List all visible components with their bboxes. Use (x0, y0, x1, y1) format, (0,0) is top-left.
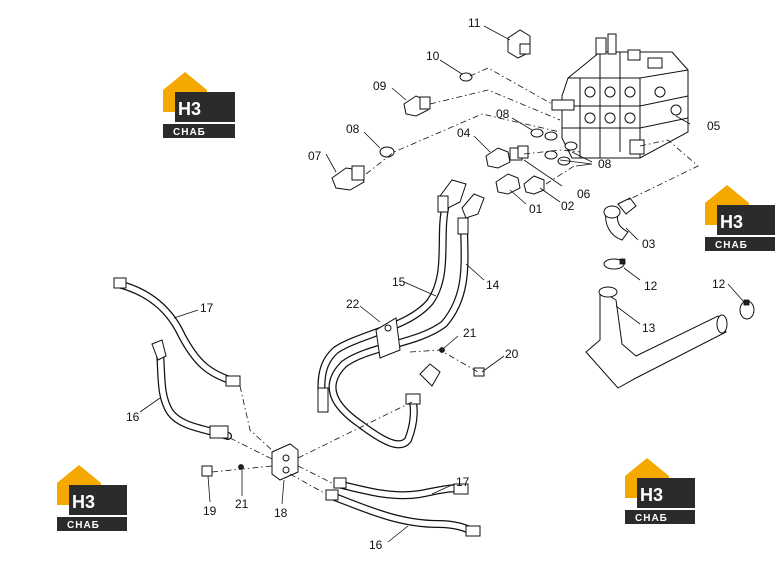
logo-bottom-right: H3 СНАБ (625, 458, 695, 524)
part-label-16-lower: 16 (369, 538, 383, 552)
hose-16-lower (325, 489, 481, 537)
logo-name-text: СНАБ (173, 127, 206, 138)
logo-mark-text: H3 (178, 99, 201, 119)
o-ring-08-mid (530, 128, 558, 141)
part-label-06: 06 (577, 187, 591, 201)
adapter-02 (523, 175, 545, 195)
part-label-05: 05 (707, 119, 721, 133)
adapter-07 (331, 165, 365, 191)
hose-16-upper (151, 339, 232, 440)
logo-mark-text: H3 (640, 485, 663, 505)
part-label-11: 11 (468, 16, 481, 30)
part-label-14: 14 (486, 278, 500, 292)
part-label-08-mid: 08 (496, 107, 510, 121)
part-label-01: 01 (529, 202, 543, 216)
hose-14 (328, 218, 469, 449)
part-label-17-upper: 17 (200, 301, 214, 315)
part-label-19: 19 (203, 504, 217, 518)
part-label-03: 03 (642, 237, 656, 251)
part-label-12-left: 12 (644, 279, 658, 293)
hose-clip-22 (375, 317, 401, 359)
logo-mark-text: H3 (720, 212, 743, 232)
hose-clamp-12-left (603, 258, 626, 270)
block-18 (271, 443, 299, 481)
adapter-04 (485, 145, 529, 169)
part-label-02: 02 (561, 199, 575, 213)
o-ring-10 (459, 72, 473, 82)
logo-mark-text: H3 (72, 492, 95, 512)
part-label-18: 18 (274, 506, 288, 520)
part-label-12-right: 12 (712, 277, 726, 291)
part-label-22: 22 (346, 297, 360, 311)
logo-bottom-left: H3 СНАБ (57, 465, 127, 531)
part-label-04: 04 (457, 126, 471, 140)
logo-top-left: H3 СНАБ (163, 72, 235, 138)
part-label-16-upper: 16 (126, 410, 140, 424)
control-valve-block (551, 33, 689, 159)
part-label-20: 20 (505, 347, 519, 361)
bolt-19 (201, 465, 213, 477)
part-label-10: 10 (426, 49, 440, 63)
logo-name-text: СНАБ (635, 513, 668, 524)
logo-name-text: СНАБ (715, 240, 748, 251)
logo-right: H3 СНАБ (705, 185, 775, 251)
logo-name-text: СНАБ (67, 520, 100, 531)
elbow-fitting-11 (507, 29, 531, 59)
hose-clamp-12-right (739, 299, 755, 320)
o-ring-08-left (379, 146, 395, 158)
part-label-09: 09 (373, 79, 387, 93)
adapter-09 (403, 95, 431, 117)
hose-17-upper (113, 277, 241, 387)
hose-15 (317, 200, 450, 406)
part-label-07: 07 (308, 149, 322, 163)
bolt-20 (439, 347, 485, 377)
hose-end-fittings-14-15 (317, 179, 485, 413)
part-label-08-left: 08 (346, 122, 360, 136)
adapter-01 (495, 173, 521, 195)
part-label-13: 13 (642, 321, 656, 335)
o-rings-08-right (544, 141, 578, 166)
suction-hose-13 (585, 286, 728, 389)
part-label-15: 15 (392, 275, 406, 289)
part-label-21-upper: 21 (463, 326, 477, 340)
leader-lines (139, 25, 745, 543)
part-label-08-right: 08 (598, 157, 612, 171)
suction-elbow-03 (603, 197, 637, 241)
hose-17-lower (333, 477, 469, 500)
part-label-21-lower: 21 (235, 497, 249, 511)
part-label-17-lower: 17 (456, 475, 470, 489)
